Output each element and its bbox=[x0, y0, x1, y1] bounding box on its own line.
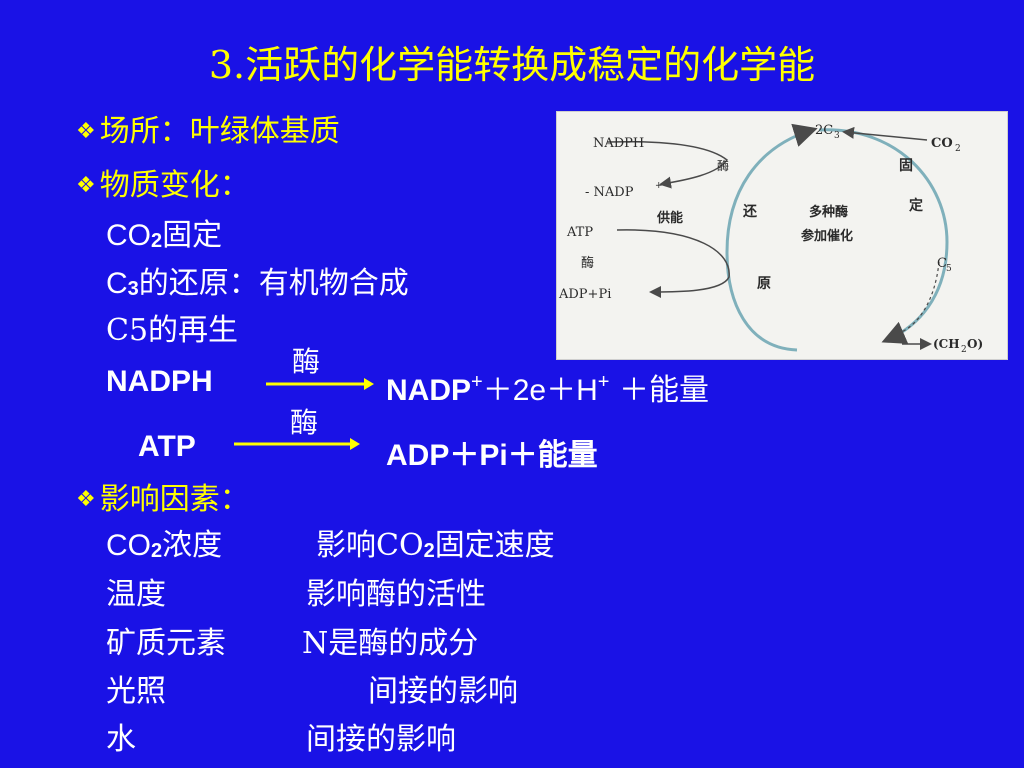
factor-row: 水 bbox=[106, 722, 136, 757]
svg-text:C: C bbox=[937, 256, 947, 271]
svg-text:2: 2 bbox=[961, 345, 967, 355]
eq1-left: NADPH bbox=[106, 365, 213, 398]
factor-row: 温度 bbox=[106, 577, 166, 612]
c5-regeneration-line: C5的再生 bbox=[106, 313, 239, 348]
bullet-location: ❖场所：叶绿体基质 bbox=[76, 106, 340, 150]
svg-text:多种酶: 多种酶 bbox=[809, 204, 848, 220]
eq2-enzyme-label: 酶 bbox=[290, 406, 319, 439]
bullet-material-change: ❖物质变化： bbox=[76, 160, 250, 204]
svg-text:固: 固 bbox=[899, 158, 913, 174]
eq1-arrow bbox=[266, 378, 374, 390]
eq1-enzyme-label: 酶 bbox=[292, 345, 321, 378]
bullet-factors: ❖影响因素： bbox=[76, 474, 250, 518]
svg-text:酶: 酶 bbox=[581, 255, 594, 271]
atp-arrow bbox=[616, 229, 730, 298]
eq1-right: NADP+＋2e＋H+ ＋能量 bbox=[386, 371, 709, 408]
diamond-bullet-icon: ❖ bbox=[76, 119, 96, 144]
diamond-bullet-icon: ❖ bbox=[76, 487, 96, 512]
eq2-left: ATP bbox=[138, 430, 196, 463]
c3-reduction-line: C3的还原：有机物合成 bbox=[106, 266, 409, 301]
svg-text:+: + bbox=[655, 181, 663, 191]
svg-text:ADP+Pi: ADP+Pi bbox=[558, 287, 611, 302]
cycle-arc-left bbox=[725, 123, 818, 352]
svg-text:ATP: ATP bbox=[566, 225, 593, 240]
svg-text:3: 3 bbox=[834, 131, 840, 141]
diamond-bullet-icon: ❖ bbox=[76, 173, 96, 198]
calvin-cycle-svg: NADPH 酶 - NADP + 供能 ATP 酶 ADP+Pi 还 原 多种酶… bbox=[558, 123, 983, 355]
svg-text:- NADP: - NADP bbox=[585, 185, 634, 200]
slide-title: 3.活跃的化学能转换成稳定的化学能 bbox=[208, 43, 816, 87]
svg-text:O): O) bbox=[967, 337, 983, 351]
svg-text:供能: 供能 bbox=[656, 210, 683, 226]
factor-row: 矿质元素 bbox=[106, 626, 226, 661]
svg-text:NADPH: NADPH bbox=[593, 136, 644, 151]
svg-text:2C: 2C bbox=[815, 123, 833, 138]
svg-text:5: 5 bbox=[946, 264, 952, 274]
svg-text:酶: 酶 bbox=[717, 158, 729, 173]
factors-label: 影响因素： bbox=[99, 482, 250, 517]
factor-effect: 影响CO2固定速度 bbox=[316, 528, 555, 563]
svg-text:还: 还 bbox=[742, 203, 758, 220]
svg-text:2: 2 bbox=[955, 144, 961, 154]
nadph-arrow bbox=[606, 140, 729, 189]
svg-text:原: 原 bbox=[757, 276, 771, 292]
factor-effect: 间接的影响 bbox=[306, 722, 456, 757]
material-change-label: 物质变化： bbox=[99, 168, 250, 203]
factor-effect: N是酶的成分 bbox=[302, 626, 479, 661]
location-label: 场所：叶绿体基质 bbox=[99, 114, 340, 149]
factor-effect: 影响酶的活性 bbox=[306, 577, 486, 612]
factor-row: 光照 bbox=[106, 674, 166, 709]
factor-row: CO2浓度 bbox=[106, 528, 223, 563]
eq2-right: ADP＋Pi＋能量 bbox=[386, 439, 598, 472]
svg-text:(CH: (CH bbox=[933, 337, 960, 351]
svg-text:CO: CO bbox=[931, 136, 953, 151]
eq2-arrow bbox=[234, 438, 360, 450]
factor-effect: 间接的影响 bbox=[368, 674, 518, 709]
svg-text:定: 定 bbox=[909, 197, 923, 214]
co2-fixation-line: CO2固定 bbox=[106, 218, 223, 253]
svg-text:参加催化: 参加催化 bbox=[801, 228, 853, 244]
co2-arrow bbox=[842, 126, 928, 141]
calvin-cycle-diagram: NADPH 酶 - NADP + 供能 ATP 酶 ADP+Pi 还 原 多种酶… bbox=[556, 111, 1008, 360]
